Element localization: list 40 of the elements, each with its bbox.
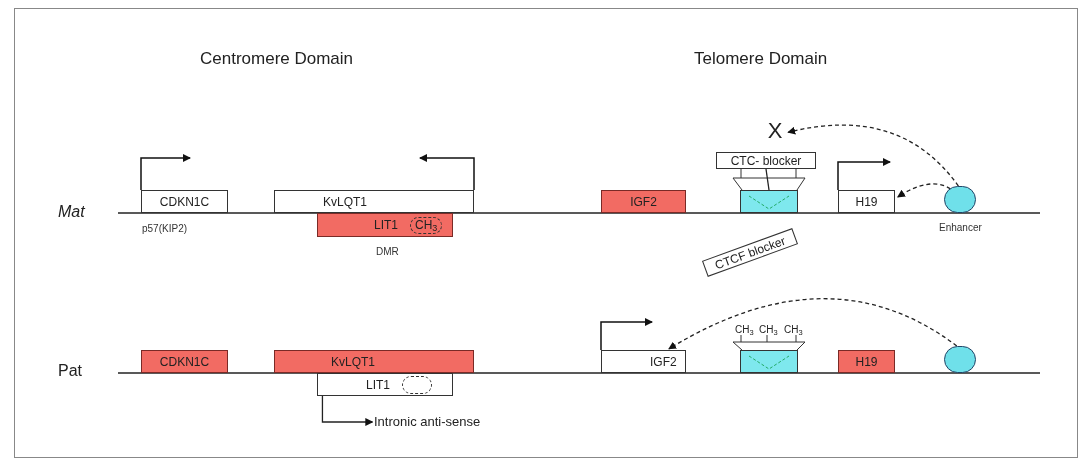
icr-box <box>740 190 798 213</box>
gene-label: IGF2 <box>630 193 657 211</box>
caption-text: p57(KIP2) <box>142 222 188 236</box>
methyl-label: CH$_{3}$ <box>759 323 778 337</box>
gene-label: KvLQT1 <box>331 353 375 371</box>
gene-label: CDKN1C <box>159 353 210 371</box>
caption-text: DMR <box>376 245 399 259</box>
allele-label: Pat <box>58 361 82 381</box>
arrow <box>321 395 374 426</box>
domain-heading: Centromere Domain <box>200 48 354 70</box>
gene-box <box>601 190 686 213</box>
gene-label: CDKN1C <box>159 193 210 211</box>
gene-box <box>274 350 474 373</box>
dashed-arrow <box>897 183 952 198</box>
gene-box <box>601 350 686 373</box>
gene-label: H19 <box>855 353 878 371</box>
dashed-arrow <box>787 124 960 187</box>
methyl-label: CH$_{3}$ <box>735 323 754 337</box>
caption-text: Enhancer <box>939 221 982 235</box>
gene-label: CTCF blocker <box>712 232 788 274</box>
gene-box <box>317 373 453 396</box>
blocker-tag <box>716 152 816 169</box>
gene-box <box>838 350 895 373</box>
gene-label: LIT1 <box>374 217 398 234</box>
allele-label: Mat <box>58 202 85 222</box>
gene-label: H19 <box>855 193 878 211</box>
gene-label: X <box>767 120 783 142</box>
dashed-arrow <box>668 298 958 350</box>
methyl-label: CH$_{3}$ <box>784 323 803 337</box>
gene-label: KvLQT1 <box>323 193 367 211</box>
connector-line <box>765 168 770 191</box>
gene-label: Intronic anti-sense <box>374 413 481 432</box>
gene-box <box>838 190 895 213</box>
icr-box <box>740 350 798 373</box>
gene-label: IGF2 <box>650 353 677 371</box>
gene-box <box>141 350 228 373</box>
domain-heading: Telomere Domain <box>694 48 828 70</box>
gene-label: LIT1 <box>366 376 390 394</box>
gene-box <box>274 190 474 213</box>
gene-label: CTC- blocker <box>730 152 802 170</box>
